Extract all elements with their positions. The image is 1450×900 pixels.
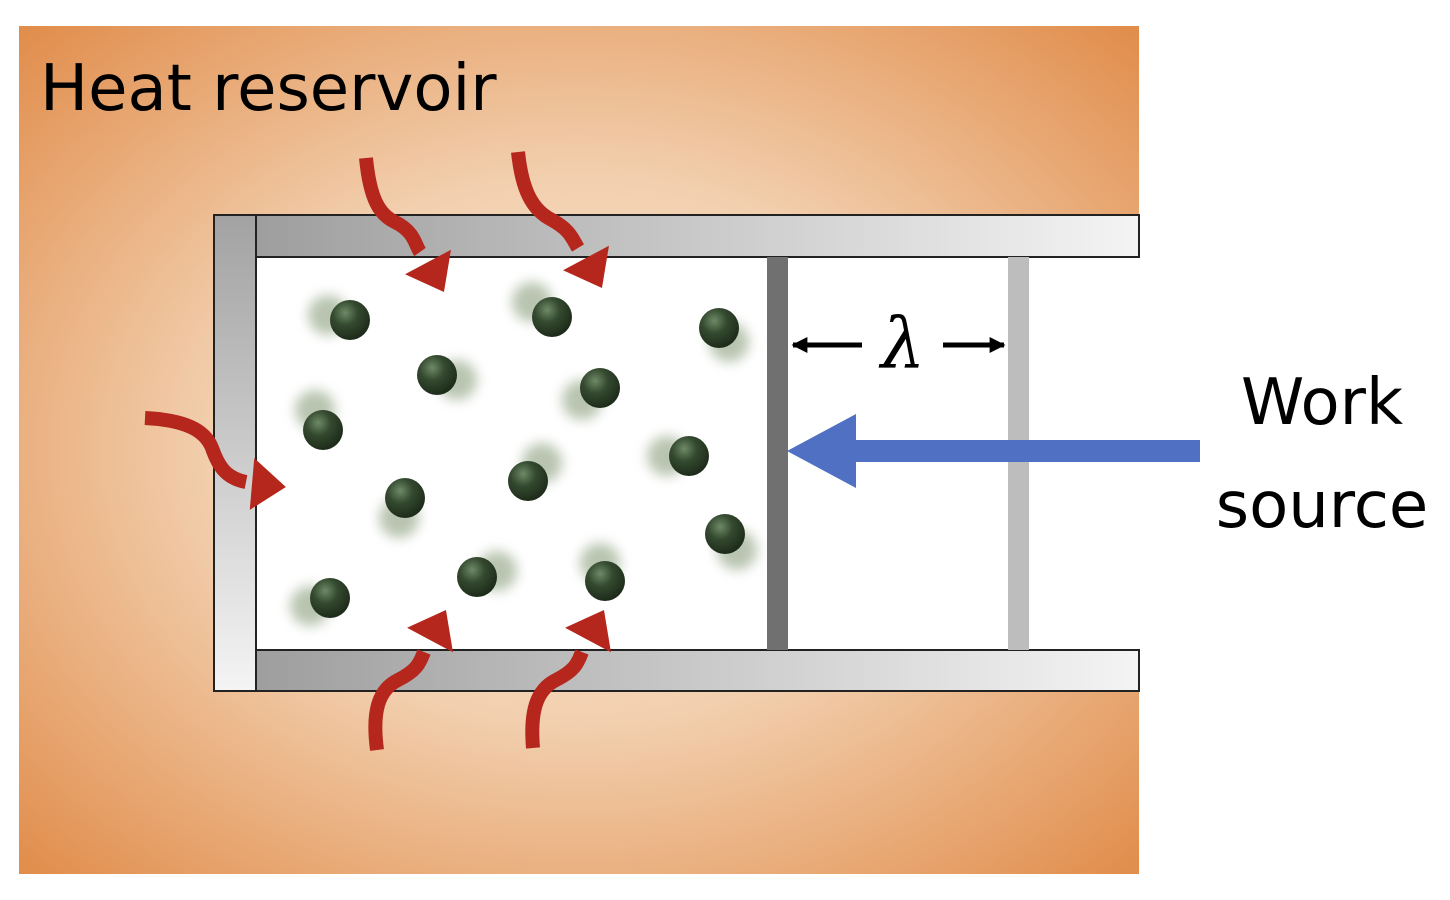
heat-arrow-shaft xyxy=(368,649,431,751)
gas-particle xyxy=(699,308,739,348)
gas-particle xyxy=(705,514,745,554)
work-source-label-line2: source xyxy=(1216,469,1429,543)
curved-arrow-icon xyxy=(563,245,609,289)
gas-particle xyxy=(385,478,425,518)
heat-arrow-shaft xyxy=(511,151,585,252)
heat-reservoir-label: Heat reservoir xyxy=(40,52,497,126)
heat-arrow-shaft xyxy=(359,157,427,257)
curved-arrow-icon xyxy=(249,458,286,510)
gas-particle xyxy=(417,355,457,395)
piston xyxy=(767,257,788,650)
gas-particle xyxy=(585,561,625,601)
heat-arrow-shaft xyxy=(525,649,589,749)
cylinder-top-wall xyxy=(213,214,1140,258)
heat-arrow-shaft xyxy=(144,411,248,489)
gas-particle xyxy=(532,297,572,337)
lambda-label: λ xyxy=(878,303,925,385)
gas-particle xyxy=(310,578,350,618)
heat-flow-arrows xyxy=(144,151,611,751)
cylinder-bottom-wall xyxy=(213,649,1140,692)
curved-arrow-icon xyxy=(407,609,453,653)
curved-arrow-icon xyxy=(565,609,611,653)
gas-particle xyxy=(669,436,709,476)
gas-particle xyxy=(330,300,370,340)
gas-particle xyxy=(508,461,548,501)
work-arrow xyxy=(787,414,1200,488)
gas-particle xyxy=(580,368,620,408)
left-arrow-icon xyxy=(787,414,856,488)
gas-particles xyxy=(290,282,757,626)
work-source-label-line1: Work xyxy=(1241,366,1403,440)
gas-particle xyxy=(303,410,343,450)
curved-arrow-icon xyxy=(405,249,451,293)
gas-particle xyxy=(457,557,497,597)
